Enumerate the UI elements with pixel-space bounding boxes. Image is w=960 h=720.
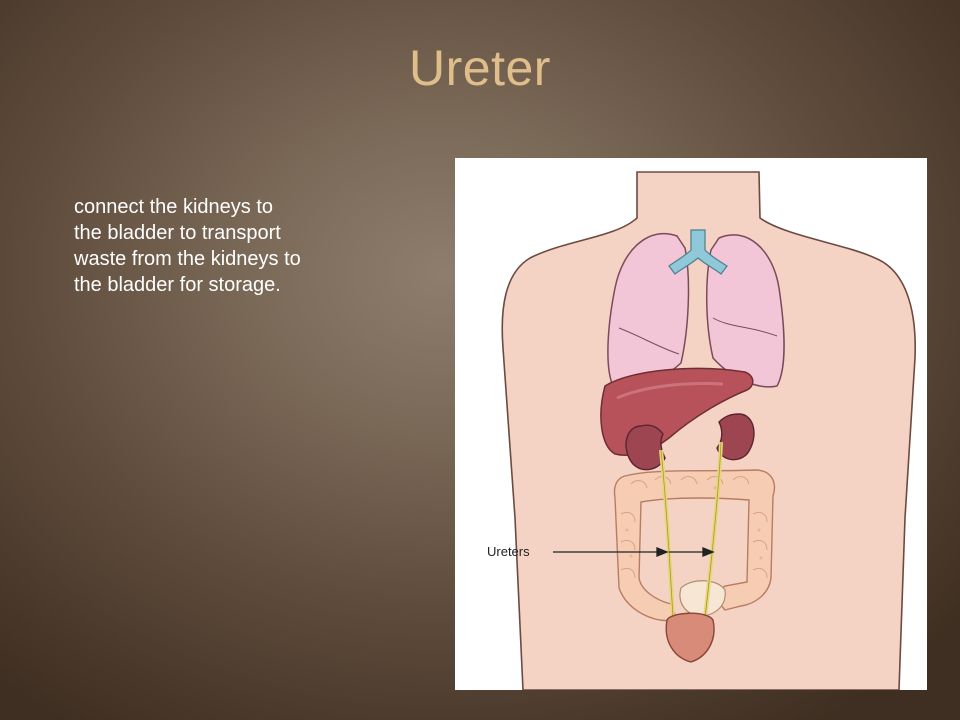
ureters-label: Ureters [487, 544, 530, 559]
large-intestine [613, 469, 776, 622]
left-lung-fissure [618, 327, 680, 355]
torso-outline [501, 171, 917, 690]
body-text: connect the kidneys to the bladder to tr… [74, 194, 404, 298]
colon-dots [625, 486, 763, 560]
anatomy-figure: Ureters [455, 158, 927, 690]
right-lung [705, 234, 785, 388]
left-ureter-edge [660, 449, 674, 619]
right-lung-fissure [712, 317, 778, 337]
slide-title: Ureter [409, 40, 551, 96]
rectum-area [679, 580, 726, 617]
body-line: waste from the kidneys to [74, 248, 301, 270]
body-line: the bladder for storage. [74, 274, 281, 296]
right-ureter-edge [704, 441, 722, 619]
liver-highlight [616, 382, 724, 400]
anatomy-illustration: Ureters [487, 171, 917, 690]
left-kidney [625, 424, 666, 471]
colon-texture [620, 476, 768, 579]
trachea [668, 229, 728, 275]
body-line: the bladder to transport [74, 222, 281, 244]
right-kidney [716, 413, 755, 461]
body-line: connect the kidneys to [74, 196, 274, 218]
bladder [665, 612, 715, 663]
ureters-arrow [553, 547, 715, 557]
